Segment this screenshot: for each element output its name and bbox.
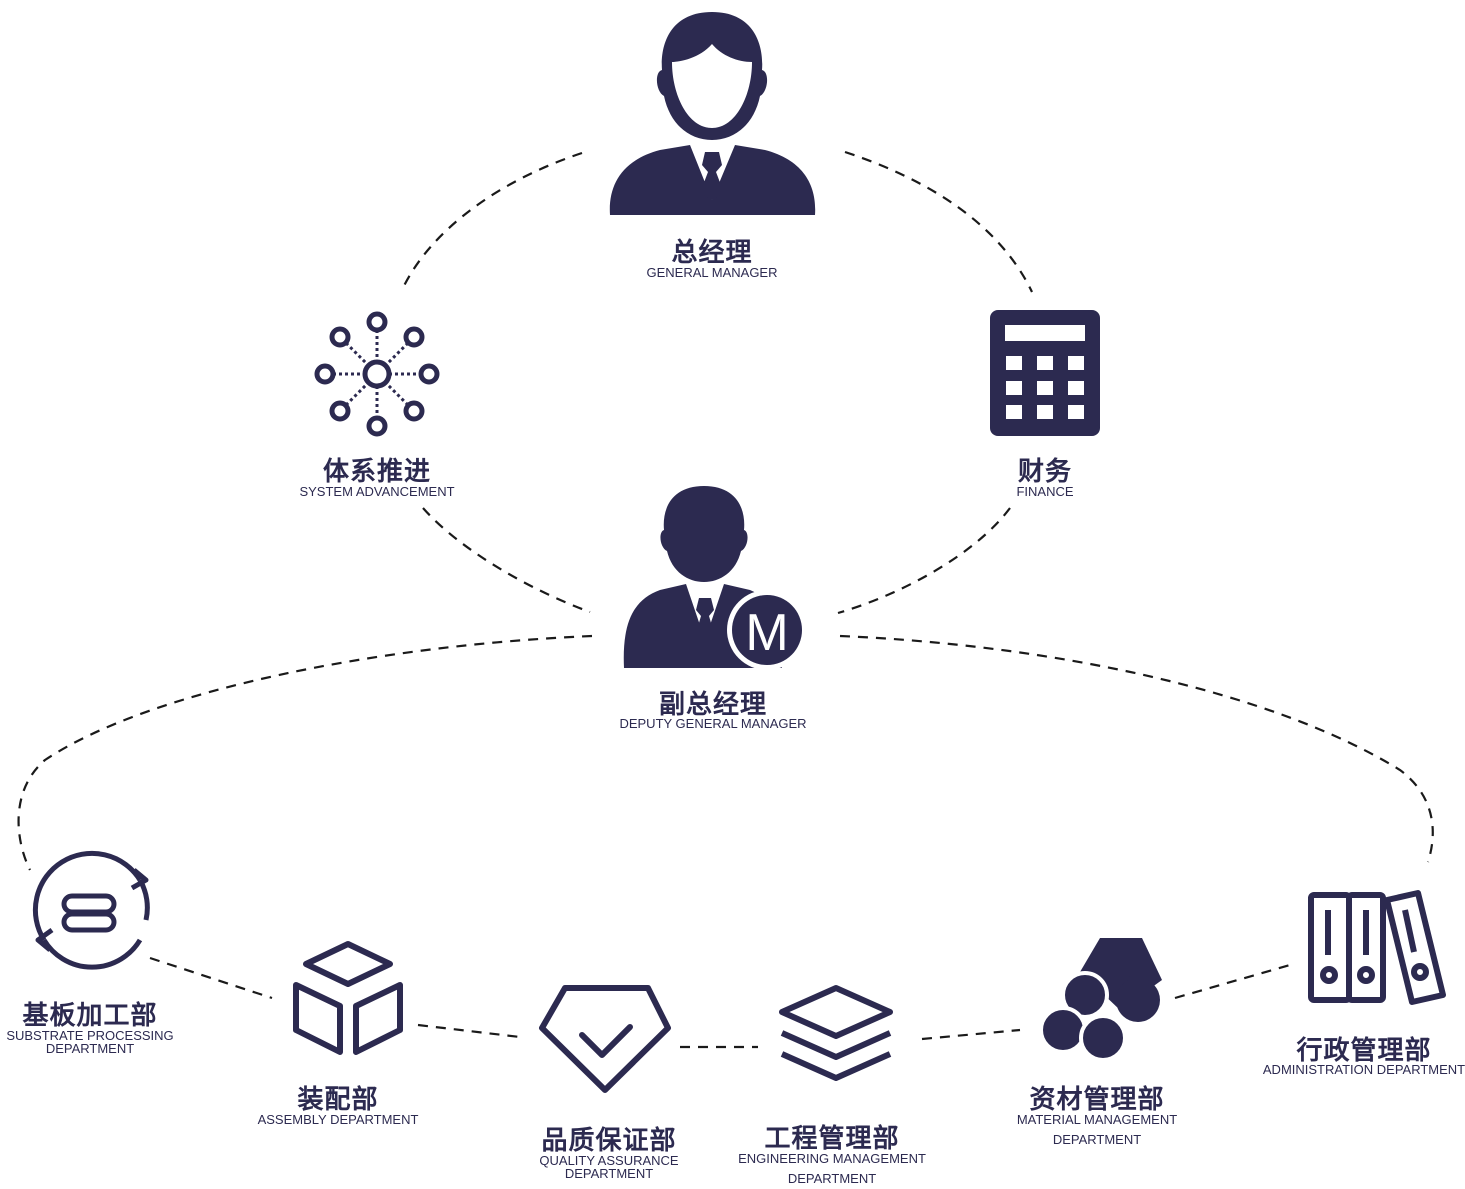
connector-assembly-quality <box>417 1023 521 1039</box>
manager-badge-icon: M <box>623 486 807 670</box>
calculator-icon <box>990 310 1100 436</box>
finance-subtitle: FINANCE <box>1016 484 1074 499</box>
layers-icon <box>779 985 893 1081</box>
engineering-management-subtitle-1: ENGINEERING MANAGEMENT <box>738 1151 926 1166</box>
finance-title: 财务 <box>1017 457 1073 487</box>
connector-deputy-right-loop <box>839 634 1434 863</box>
substrate-processing-title: 基板加工部 <box>22 1001 158 1031</box>
substrate-processing-subtitle-1: SUBSTRATE PROCESSING <box>6 1028 174 1043</box>
connector-material-admin <box>1174 963 1291 1000</box>
manager-badge-letter: M <box>745 604 788 662</box>
connector-lines <box>17 150 1434 1049</box>
deputy-general-manager-title: 副总经理 <box>658 690 768 720</box>
quality-assurance-subtitle-1: QUALITY ASSURANCE <box>539 1153 679 1168</box>
pipes-icon <box>1039 938 1162 1062</box>
quality-assurance-title: 品质保证部 <box>541 1126 677 1156</box>
network-nodes-icon <box>314 311 440 437</box>
connector-gm-system <box>401 151 583 291</box>
engineering-management-title: 工程管理部 <box>764 1124 900 1154</box>
general-manager-subtitle: GENERAL MANAGER <box>646 265 778 280</box>
administration-subtitle: ADMINISTRATION DEPARTMENT <box>1262 1062 1465 1077</box>
connector-system-deputy <box>422 507 591 614</box>
material-management-subtitle-1: MATERIAL MANAGEMENT <box>1016 1112 1178 1127</box>
businessman-icon <box>609 12 816 215</box>
diamond-check-icon <box>539 985 671 1093</box>
binders-icon <box>1308 890 1446 1005</box>
assembly-title: 装配部 <box>297 1085 379 1115</box>
material-management-title: 资材管理部 <box>1029 1085 1165 1115</box>
deputy-general-manager-subtitle: DEPUTY GENERAL MANAGER <box>619 716 807 731</box>
assembly-subtitle: ASSEMBLY DEPARTMENT <box>257 1112 419 1127</box>
connector-finance-deputy <box>837 507 1011 615</box>
connector-gm-finance <box>844 150 1033 293</box>
material-management-subtitle-2: DEPARTMENT <box>1052 1132 1142 1147</box>
cube-icon <box>293 941 403 1055</box>
system-advancement-subtitle: SYSTEM ADVANCEMENT <box>299 484 455 499</box>
engineering-management-subtitle-2: DEPARTMENT <box>787 1171 877 1186</box>
connector-engineering-material <box>921 1028 1021 1041</box>
general-manager-title: 总经理 <box>671 238 753 268</box>
quality-assurance-subtitle-2: DEPARTMENT <box>564 1166 654 1181</box>
cycle-processing-icon <box>32 850 150 970</box>
connector-deputy-left-loop <box>17 634 593 871</box>
connector-substrate-assembly <box>149 956 273 1000</box>
administration-title: 行政管理部 <box>1296 1036 1432 1066</box>
system-advancement-title: 体系推进 <box>322 457 432 487</box>
substrate-processing-subtitle-2: DEPARTMENT <box>45 1041 135 1056</box>
